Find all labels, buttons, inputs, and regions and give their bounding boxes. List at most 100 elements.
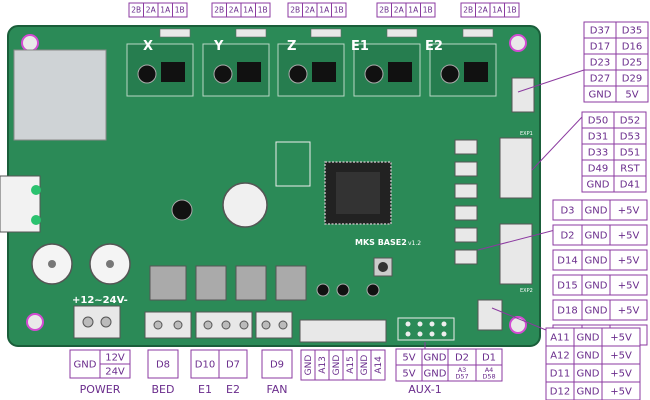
fan-pin-cell: D9 xyxy=(261,349,293,379)
pin-label: D52 xyxy=(620,116,640,127)
e2-caption: E2 xyxy=(226,383,240,396)
pin-label: A12 xyxy=(550,351,570,362)
pin-label: D10 xyxy=(195,360,215,371)
axis-label: Y xyxy=(213,39,224,54)
pin-label: D27 xyxy=(590,74,610,85)
thermistor-pin-cell: GND xyxy=(300,349,316,381)
pin-label: D2 xyxy=(455,353,469,364)
e1-caption: E1 xyxy=(198,383,212,396)
endstop-pin-cell: D18 xyxy=(552,299,583,321)
endstop-pin-cell: +5V xyxy=(609,249,648,271)
pin-label: D14 xyxy=(557,256,577,267)
endstop-pin-cell: GND xyxy=(581,274,611,296)
exp-pin-cell: D41 xyxy=(613,175,647,193)
pin-label: D2 xyxy=(560,231,574,242)
pin-label: 1A xyxy=(243,6,254,15)
aux1-top-cell: GND xyxy=(421,348,449,366)
aux4-pin-cell: 5V xyxy=(615,85,649,103)
microcontroller-chip xyxy=(324,161,392,225)
pin-label: D41 xyxy=(620,180,640,191)
pin-label: +5V xyxy=(618,281,640,292)
power-24v-cell: 24V xyxy=(99,363,131,379)
endstop-pin-cell: +5V xyxy=(609,224,648,246)
pin-label: 5V xyxy=(402,369,415,380)
top-right-header xyxy=(511,77,535,113)
pin-label: +5V xyxy=(618,206,640,217)
pin-label: D29 xyxy=(622,74,642,85)
aux-right-pin-cell: +5V xyxy=(601,327,641,347)
pin-label: D8 xyxy=(156,360,170,371)
pin-label: D51 xyxy=(620,148,640,159)
pin-label: 2B xyxy=(131,6,141,15)
pin-label: D31 xyxy=(588,132,608,143)
exp-pin-cell: D49 xyxy=(581,159,615,177)
pin-label: D17 xyxy=(590,42,610,53)
motor-pin-cell: 1A xyxy=(489,2,505,18)
aux-right-pin-cell: GND xyxy=(573,363,603,383)
pin-label: D37 xyxy=(590,26,610,37)
pin-label: A14 xyxy=(374,356,384,374)
pin-label: 2A xyxy=(394,6,405,15)
pin-label: 24V xyxy=(105,367,125,378)
endstop-pin-cell: GND xyxy=(581,199,611,221)
aux4-pin-cell: D23 xyxy=(583,53,617,71)
thermistor-pin-cell: A14 xyxy=(370,349,386,381)
pin-label: +5V xyxy=(610,369,632,380)
voltage-silk-label: +12~24V- xyxy=(72,295,128,306)
exp-pin-cell: D31 xyxy=(581,127,615,145)
capacitors xyxy=(31,182,268,285)
usb-connector xyxy=(13,49,107,141)
endstop-pin-cell: D3 xyxy=(552,199,583,221)
exp-pin-cell: D33 xyxy=(581,143,615,161)
pin-label: GND xyxy=(585,206,608,217)
pin-label: D33 xyxy=(588,148,608,159)
pin-label: GND xyxy=(577,333,600,344)
pin-label: GND xyxy=(577,369,600,380)
exp-pin-cell: D51 xyxy=(613,143,647,161)
pin-label: D9 xyxy=(270,360,284,371)
pin-label: +5V xyxy=(610,333,632,344)
aux4-pin-cell: D29 xyxy=(615,69,649,87)
pin-label: D18 xyxy=(557,306,577,317)
aux4-pin-cell: D35 xyxy=(615,21,649,39)
thermistor-pin-cell: GND xyxy=(328,349,344,381)
mosfets xyxy=(149,265,307,301)
pin-label: D23 xyxy=(590,58,610,69)
pin-label: GND xyxy=(424,369,447,380)
pin-label: GND xyxy=(587,180,610,191)
pin-label: 2A xyxy=(478,6,489,15)
aux4-pin-cell: D27 xyxy=(583,69,617,87)
motor-pin-cell: 2A xyxy=(226,2,242,18)
bed-pin-cell: D8 xyxy=(147,349,179,379)
motor-pin-cell: 2A xyxy=(391,2,407,18)
pin-label: RST xyxy=(620,164,640,175)
pin-label: D15 xyxy=(557,281,577,292)
e2-pin-cell: D7 xyxy=(218,349,248,379)
aux-right-pin-cell: +5V xyxy=(601,363,641,383)
thermistor-header xyxy=(299,319,387,343)
motor-pin-cell: 2B xyxy=(128,2,144,18)
axis-label: E1 xyxy=(351,39,369,54)
motor-pin-cell: 2B xyxy=(376,2,392,18)
pin-label: GND xyxy=(332,355,342,376)
aux-right-pin-cell: D12 xyxy=(545,381,575,400)
aux1-header xyxy=(397,317,455,341)
pin-label: 1B xyxy=(258,6,268,15)
pin-label: +5V xyxy=(610,387,632,398)
pin-label: D25 xyxy=(622,58,642,69)
pin-label: D12 xyxy=(550,387,570,398)
motor-pin-cell: 1A xyxy=(157,2,173,18)
exp1-silk-label: EXP1 xyxy=(520,131,533,137)
pin-label: GND xyxy=(585,306,608,317)
pin-label: GND xyxy=(585,231,608,242)
pin-label: D1 xyxy=(482,353,496,364)
pin-label: D49 xyxy=(588,164,608,175)
